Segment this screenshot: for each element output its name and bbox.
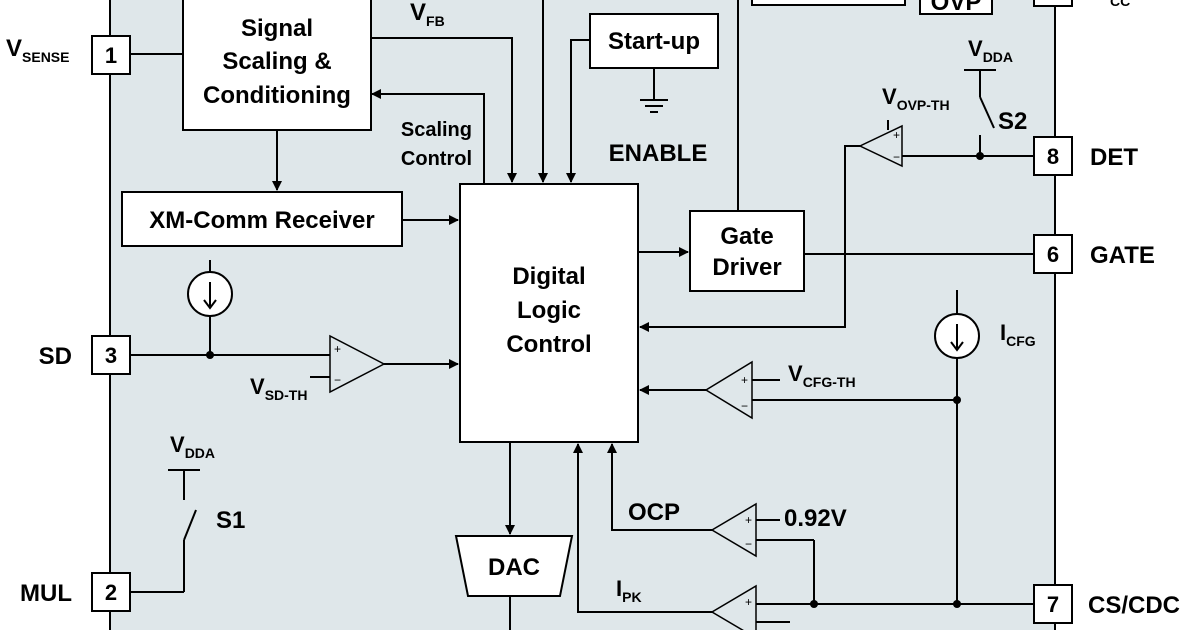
- xm-comm-receiver-block: XM-Comm Receiver: [121, 191, 403, 247]
- dlc-line-1: Digital: [512, 263, 585, 290]
- cfg-comparator: + −: [704, 360, 753, 420]
- ovp-comparator: + −: [858, 124, 903, 168]
- vsd-th-label: VSD-TH: [250, 374, 307, 403]
- svg-text:1: 1: [105, 43, 117, 68]
- current-source-cfg-icon: [934, 290, 980, 359]
- ipk-label: IPK: [616, 576, 642, 605]
- gate-driver-block: Gate Driver: [689, 210, 805, 292]
- pin-top-name: CC: [1110, 0, 1130, 9]
- ipk-comparator: +: [710, 584, 757, 630]
- digital-logic-control-block: Digital Logic Control: [459, 183, 639, 443]
- current-source-arrow-icon: [187, 260, 233, 317]
- svg-text:3: 3: [105, 343, 117, 368]
- pin-8: 8: [1033, 136, 1073, 176]
- scaling-control-line-2: Control: [401, 148, 472, 170]
- junction-dot-cs-2: [810, 600, 818, 608]
- signal-line-2: Scaling &: [222, 48, 331, 75]
- ocp-comparator: + −: [710, 502, 757, 558]
- junction-dot-cs-1: [953, 600, 961, 608]
- svg-text:+: +: [745, 595, 752, 609]
- top-partial-block: [751, 0, 906, 6]
- pin-7: 7: [1033, 584, 1073, 624]
- svg-text:2: 2: [105, 580, 117, 605]
- pin-1-name: VSENSE: [6, 35, 69, 65]
- svg-text:7: 7: [1047, 592, 1059, 617]
- svg-text:8: 8: [1047, 144, 1059, 169]
- dlc-line-3: Control: [506, 331, 591, 358]
- pin-2-name: MUL: [20, 580, 72, 607]
- junction-dot-sd: [206, 351, 214, 359]
- enable-label: ENABLE: [609, 140, 708, 167]
- signal-line-1: Signal: [241, 15, 313, 42]
- wires: [130, 0, 1034, 630]
- svg-text:6: 6: [1047, 242, 1059, 267]
- s1-label: S1: [216, 507, 245, 534]
- vdda-bottom-label: VDDA: [170, 432, 215, 461]
- svg-text:+: +: [745, 513, 752, 527]
- svg-text:+: +: [741, 373, 748, 387]
- pin-7-name: CS/CDC: [1088, 592, 1180, 619]
- pin-3-name: SD: [39, 343, 72, 370]
- ovp-label: OVP: [931, 0, 982, 16]
- pin-2: 2: [91, 572, 131, 612]
- dac-block: DAC: [454, 535, 574, 597]
- pin-6: 6: [1033, 234, 1073, 274]
- dlc-line-2: Logic: [517, 297, 581, 324]
- gate-driver-line-2: Driver: [712, 254, 781, 281]
- vfb-label: VFB: [410, 0, 445, 29]
- svg-text:+: +: [334, 342, 341, 356]
- junction-dot-det: [976, 152, 984, 160]
- sd-comparator: + −: [329, 334, 386, 394]
- dac-label: DAC: [488, 554, 540, 581]
- vdda-top-label: VDDA: [968, 36, 1013, 65]
- scaling-control-line-1: Scaling: [401, 119, 472, 141]
- vovp-th-label: VOVP-TH: [882, 84, 950, 113]
- startup-block: Start-up: [589, 13, 719, 69]
- xm-label: XM-Comm Receiver: [149, 207, 374, 234]
- pin-3: 3: [91, 335, 131, 375]
- startup-label: Start-up: [608, 28, 700, 55]
- pin-top-partial: [1033, 0, 1073, 7]
- junction-dot-cfg: [953, 396, 961, 404]
- pin-1: 1: [91, 35, 131, 75]
- svg-text:−: −: [334, 373, 341, 387]
- svg-text:−: −: [745, 537, 752, 551]
- pin-8-name: DET: [1090, 144, 1138, 171]
- svg-text:+: +: [893, 128, 900, 142]
- signal-line-3: Conditioning: [203, 82, 351, 109]
- vcfg-th-label: VCFG-TH: [788, 361, 856, 390]
- ground-icon: [640, 99, 668, 113]
- s2-label: S2: [998, 108, 1027, 135]
- icfg-label: ICFG: [1000, 320, 1036, 349]
- pin-6-name: GATE: [1090, 242, 1155, 269]
- ocp-label: OCP: [628, 499, 680, 526]
- gate-driver-line-1: Gate: [720, 223, 773, 250]
- svg-text:−: −: [741, 399, 748, 413]
- svg-text:−: −: [893, 150, 900, 164]
- signal-scaling-block: Signal Scaling & Conditioning: [182, 0, 372, 131]
- v092-label: 0.92V: [784, 505, 847, 532]
- ovp-block: OVP: [919, 0, 993, 16]
